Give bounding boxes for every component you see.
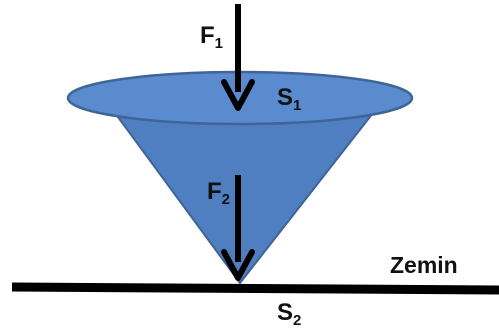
label-s1: S1: [277, 84, 302, 114]
label-f2: F2: [207, 178, 231, 208]
force-arrow-f2: [221, 175, 255, 281]
ground-line: [11, 282, 499, 295]
label-f1: F1: [200, 22, 224, 52]
label-ground: Zemin: [390, 252, 458, 278]
force-arrow-f1: [221, 4, 255, 111]
label-s2: S2: [277, 299, 302, 329]
cone-body: [114, 112, 374, 284]
